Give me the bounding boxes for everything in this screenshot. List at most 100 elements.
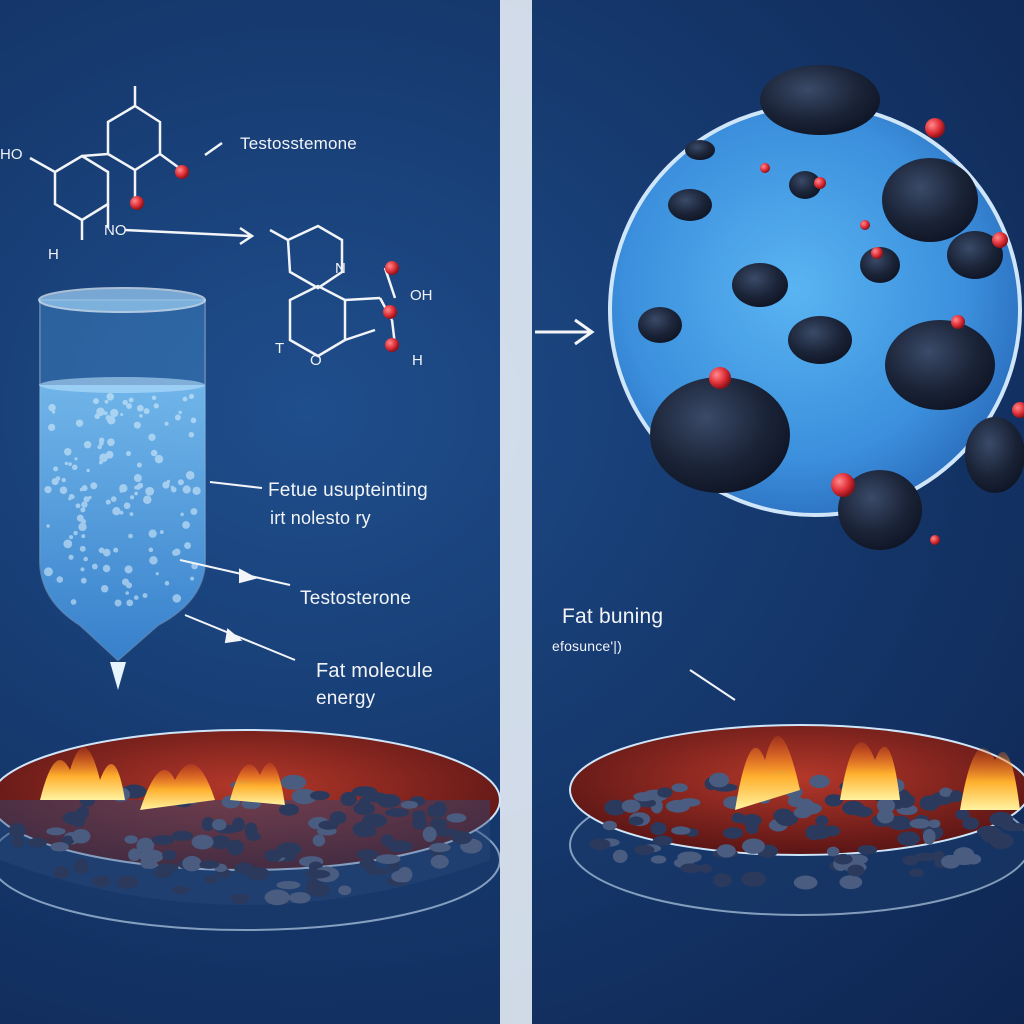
bubble	[80, 507, 86, 513]
bubble	[182, 521, 190, 529]
bubble	[102, 548, 111, 557]
fat-pebble	[124, 835, 138, 844]
fat-pebble	[741, 871, 767, 887]
bubble	[126, 403, 132, 409]
fat-pebble	[385, 808, 410, 818]
bubble	[61, 477, 66, 483]
fat-pebble	[815, 815, 829, 827]
bubble	[90, 482, 98, 490]
fat-pebble	[680, 863, 701, 874]
bubble	[69, 535, 74, 540]
fat-pebble	[657, 787, 673, 798]
bubble	[136, 404, 144, 412]
fat-pebble	[227, 839, 244, 856]
bubble	[128, 397, 134, 403]
fat-pebble	[400, 800, 418, 809]
fat-pebble	[162, 849, 177, 861]
fat-pebble	[50, 842, 69, 852]
fat-pebble	[284, 842, 298, 853]
fat-pebble	[633, 792, 655, 802]
fat-pebble	[11, 836, 25, 848]
bubble	[63, 539, 73, 549]
fat-pebble	[318, 820, 339, 830]
atom-label-h2: H	[412, 352, 423, 369]
fat-pebble	[612, 849, 628, 863]
fat-pebble	[589, 838, 611, 850]
bubble	[74, 457, 78, 461]
atom-dot	[175, 165, 189, 179]
bubble	[107, 416, 116, 425]
bubble	[130, 495, 135, 500]
fat-pebble	[989, 811, 1014, 827]
pointer-lines-left	[179, 481, 296, 661]
fat-cell	[965, 417, 1024, 493]
fat-pebble	[965, 853, 982, 865]
fat-cell	[947, 231, 1003, 279]
bubble	[80, 567, 85, 572]
bubble	[182, 396, 188, 402]
molecule-dot	[760, 163, 770, 173]
fat-burning-label-line1: Fat buning	[562, 605, 664, 628]
bubble	[151, 395, 157, 401]
fat-pebble	[826, 846, 840, 857]
bubble	[43, 567, 53, 577]
bubble	[83, 440, 92, 449]
bubble	[79, 545, 86, 552]
fat-pebble	[824, 794, 844, 807]
fat-pebble	[375, 854, 401, 864]
fat-pebble	[745, 822, 759, 834]
right-fat-pebbles	[589, 771, 1024, 890]
fat-molecule-label-line2: energy	[316, 688, 376, 709]
bubble	[122, 399, 128, 406]
bubble	[143, 408, 150, 415]
bubble	[182, 485, 191, 494]
fat-pebble	[71, 828, 91, 844]
fat-pebble	[280, 774, 307, 790]
bubble	[148, 547, 154, 553]
bubble	[164, 421, 169, 426]
atom-label-ho: HO	[0, 146, 23, 163]
fat-pebble	[722, 827, 744, 839]
fat-pebble	[793, 875, 818, 890]
bubble	[188, 431, 195, 438]
molecule-dot	[814, 177, 826, 189]
bubble	[59, 486, 68, 494]
fat-pebble	[887, 815, 912, 831]
left-flames	[40, 747, 285, 810]
fat-pebble	[305, 881, 327, 896]
bubble	[44, 485, 52, 494]
bubble	[63, 447, 72, 456]
bubble	[98, 440, 104, 446]
fat-pebble	[922, 828, 936, 845]
fat-pebble	[276, 880, 301, 890]
bubble	[121, 578, 130, 586]
fat-cell	[789, 171, 821, 199]
bubble	[98, 547, 105, 554]
bubble	[123, 502, 131, 510]
fat-pebble	[53, 866, 70, 880]
fat-pebble	[361, 813, 388, 828]
testosterone-label: Testosterone	[300, 588, 412, 609]
fat-pebble	[913, 852, 937, 862]
fat-pebble	[633, 844, 655, 855]
bubble	[104, 399, 109, 404]
bubble	[48, 423, 56, 432]
fat-burning-label-line2: efosunce'|)	[552, 638, 622, 654]
fat-pebble	[151, 835, 175, 845]
molecule-dot	[951, 315, 965, 329]
fat-pebble	[264, 849, 282, 863]
fat-pebble	[919, 795, 940, 811]
fat-pebble	[430, 817, 448, 831]
bubble	[170, 485, 175, 490]
bubble	[139, 414, 143, 418]
fat-pebble	[652, 835, 673, 846]
fat-pebble	[246, 832, 261, 841]
bubble	[180, 512, 184, 517]
bubble	[46, 524, 50, 528]
bubble	[81, 501, 88, 508]
fat-cell	[882, 158, 978, 242]
fat-pebble	[28, 837, 48, 848]
fat-cells	[638, 65, 1024, 550]
molecule-dot	[709, 367, 731, 389]
